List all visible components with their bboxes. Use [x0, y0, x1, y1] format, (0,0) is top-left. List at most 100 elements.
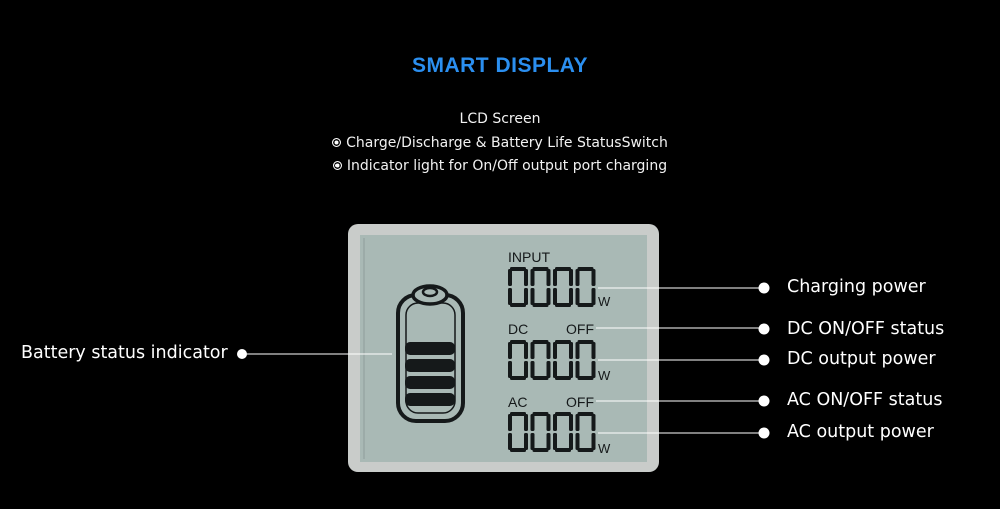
callout-ac-onoff: AC ON/OFF status [787, 390, 943, 410]
digit-segment [553, 342, 557, 359]
subtitle-heading: LCD Screen [459, 111, 541, 127]
digit-segment [569, 433, 573, 450]
leader-dot-dc-onoff [758, 323, 770, 335]
digit-segment [569, 342, 573, 359]
subtitle-bullet-2: Indicator light for On/Off output port c… [0, 158, 1000, 174]
digit-segment [508, 288, 512, 305]
digit-segment [575, 433, 580, 450]
digit-segment [591, 361, 596, 378]
digit-segment [532, 340, 549, 344]
leader-dot-ac-onoff [758, 395, 770, 407]
digit-segment [553, 288, 557, 305]
digit-segment [553, 269, 557, 286]
digit-segment [524, 288, 528, 305]
digit-segment [577, 448, 594, 452]
digit-segment [510, 376, 526, 380]
digit-segment [524, 342, 528, 359]
lcd-ac-status: OFF [566, 394, 594, 410]
digit-segment [577, 376, 594, 380]
digit-segment [575, 288, 580, 305]
digit-segment [569, 269, 573, 286]
bullet-icon [332, 161, 342, 170]
digit-segment [546, 361, 551, 378]
digit-segment [530, 269, 535, 286]
digit-segment [510, 412, 526, 416]
digit-segment [577, 340, 594, 344]
callout-ac-output: AC output power [787, 422, 934, 442]
digit-segment [524, 269, 528, 286]
digit-segment [508, 433, 512, 450]
digit-segment [546, 269, 551, 286]
digit-segment [575, 342, 580, 359]
bullet-icon [332, 138, 342, 147]
digit-segment [530, 433, 535, 450]
callout-dc-onoff: DC ON/OFF status [787, 319, 945, 339]
digit-segment [553, 433, 557, 450]
callout-charging-power: Charging power [787, 277, 926, 297]
leader-dot-charging-power [758, 282, 770, 294]
lcd-ac-value [508, 412, 596, 452]
digit-segment [577, 267, 594, 271]
digit-segment [569, 288, 573, 305]
digit-segment [532, 448, 549, 452]
digit-segment [532, 267, 549, 271]
bullet-text: Indicator light for On/Off output port c… [346, 158, 668, 174]
digit-segment [555, 303, 571, 307]
leader-dot-battery [237, 349, 247, 359]
digit-segment [524, 414, 528, 431]
leader-dot-ac-output [758, 427, 770, 439]
digit-segment [508, 269, 512, 286]
digit-segment [546, 342, 551, 359]
digit-segment [555, 340, 571, 344]
digit-segment [569, 361, 573, 378]
digit-segment [569, 414, 573, 431]
callout-dc-output: DC output power [787, 349, 936, 369]
digit-segment [555, 267, 571, 271]
digit-segment [575, 361, 580, 378]
digit-segment [524, 361, 528, 378]
digit-segment [546, 414, 551, 431]
digit-segment [530, 288, 535, 305]
lcd-dc-status: OFF [566, 321, 594, 337]
battery-icon [396, 284, 465, 423]
digit-segment [591, 269, 596, 286]
leader-dot-dc-output [758, 354, 770, 366]
digit-segment [555, 412, 571, 416]
lcd-ac-unit: W [598, 441, 611, 456]
lcd-screen [360, 235, 647, 462]
digit-segment [508, 414, 512, 431]
lcd-input-unit: W [598, 294, 611, 309]
digit-segment [591, 342, 596, 359]
digit-segment [532, 376, 549, 380]
digit-segment [510, 448, 526, 452]
digit-segment [575, 414, 580, 431]
digit-segment [575, 269, 580, 286]
subtitle-bullet-1: Charge/Discharge & Battery Life StatusSw… [0, 135, 1000, 151]
digit-segment [591, 288, 596, 305]
digit-segment [510, 340, 526, 344]
lcd-input-value [508, 267, 596, 307]
digit-segment [532, 412, 549, 416]
page-title: SMART DISPLAY [411, 54, 589, 77]
digit-segment [530, 342, 535, 359]
lcd-dc-label: DC [508, 321, 528, 337]
digit-segment [508, 361, 512, 378]
digit-segment [532, 303, 549, 307]
lcd-input-label: INPUT [508, 249, 550, 265]
lcd-dc-unit: W [598, 368, 611, 383]
digit-segment [508, 342, 512, 359]
digit-segment [524, 433, 528, 450]
callout-battery-status: Battery status indicator [21, 343, 228, 363]
digit-segment [546, 288, 551, 305]
digit-segment [577, 412, 594, 416]
digit-segment [510, 303, 526, 307]
digit-segment [591, 414, 596, 431]
lcd-dc-value [508, 340, 596, 380]
digit-segment [577, 303, 594, 307]
digit-segment [530, 361, 535, 378]
digit-segment [553, 361, 557, 378]
digit-segment [555, 376, 571, 380]
lcd-ac-label: AC [508, 394, 527, 410]
digit-segment [553, 414, 557, 431]
